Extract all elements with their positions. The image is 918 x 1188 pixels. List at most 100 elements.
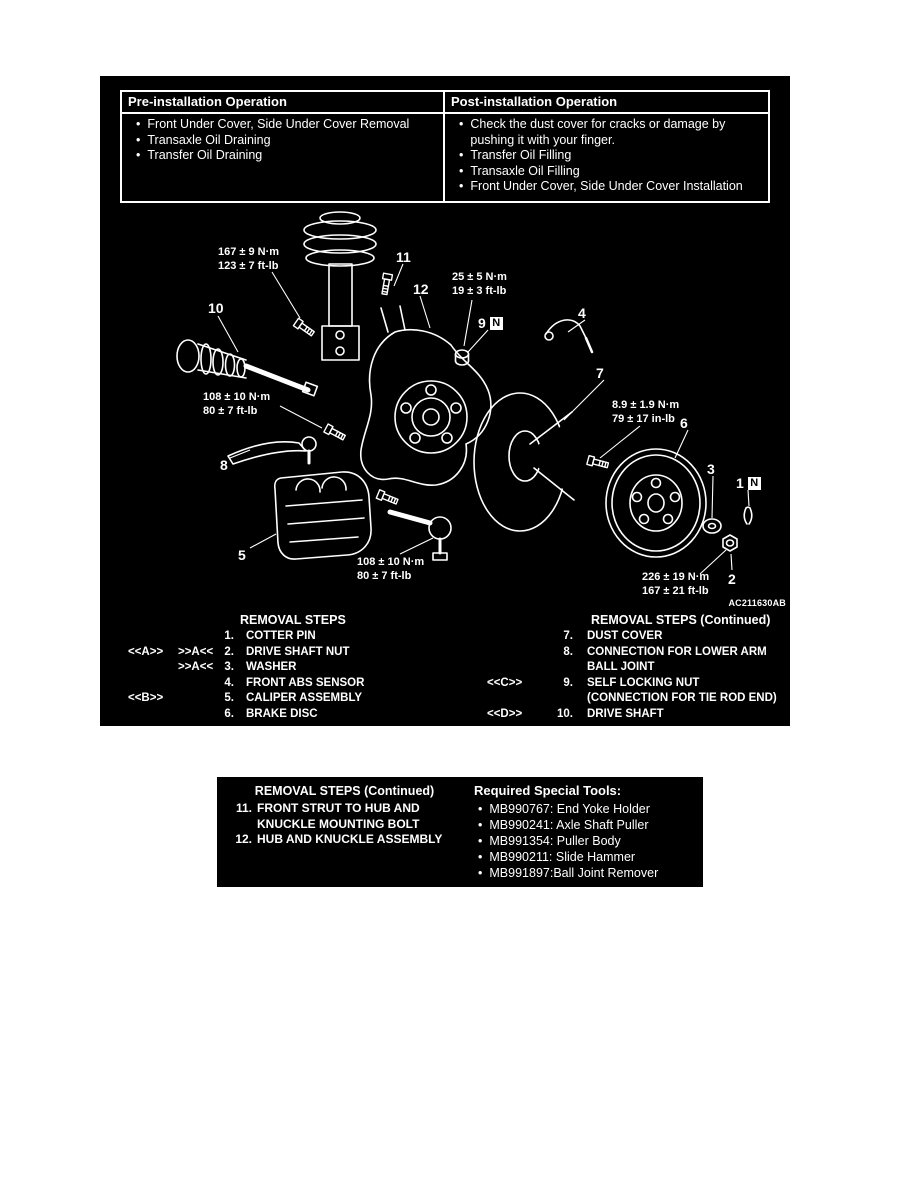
- torque-nm: 25 ± 5 N·m: [452, 271, 507, 283]
- step-marker: <<A>>: [128, 645, 164, 658]
- step-text: DRIVE SHAFT: [587, 707, 664, 720]
- step-row: 12. HUB AND KNUCKLE ASSEMBLY: [229, 832, 460, 848]
- step-number: 7.: [563, 630, 573, 642]
- continued-steps-panel: REMOVAL STEPS (Continued) 11. FRONT STRU…: [215, 775, 705, 889]
- step-marker: <<B>>: [128, 692, 164, 704]
- continued-steps-column: REMOVAL STEPS (Continued) 11. FRONT STRU…: [217, 777, 460, 887]
- special-tools-column: Required Special Tools: MB990767: End Yo…: [460, 777, 703, 887]
- step-text: SELF LOCKING NUT (CONNECTION FOR TIE ROD…: [587, 676, 777, 705]
- step-number: 8.: [563, 645, 573, 658]
- step-number: 9.: [563, 676, 573, 689]
- torque-ftlb: 19 ± 3 ft-lb: [452, 284, 507, 297]
- step-text: CALIPER ASSEMBLY: [246, 692, 363, 704]
- step-row: 11. FRONT STRUT TO HUB AND KNUCKLE MOUNT…: [229, 801, 460, 832]
- step-row: <<C>> 9. SELF LOCKING NUT (CONNECTION FO…: [487, 676, 783, 707]
- list-item-text: Check the dust cover for cracks or damag…: [470, 117, 726, 147]
- torque-ftlb: 123 ± 7 ft-lb: [218, 259, 279, 272]
- n-badge-icon: N: [489, 316, 503, 330]
- list-item: Transaxle Oil Filling: [451, 164, 762, 180]
- list-item: Check the dust cover for cracks or damag…: [451, 117, 762, 148]
- callout-11: 11: [396, 249, 411, 265]
- torque-ftlb: 80 ± 7 ft-lb: [357, 569, 412, 582]
- list-item: Transfer Oil Filling: [451, 148, 762, 164]
- n-badge-icon: N: [747, 476, 761, 490]
- continued-steps-title: REMOVAL STEPS (Continued): [254, 784, 435, 798]
- step-marker: [128, 707, 178, 723]
- special-tools-list: MB990767: End Yoke Holder MB990241: Axle…: [474, 801, 697, 881]
- step-marker: <<D>>: [487, 707, 523, 720]
- step-marker: [128, 660, 178, 676]
- callout-9: 9 N: [478, 315, 503, 331]
- step-marker: [178, 691, 218, 707]
- tool-item-text: MB990767: End Yoke Holder: [489, 802, 650, 816]
- tool-item-text: MB990241: Axle Shaft Puller: [489, 818, 649, 832]
- removal-steps-left: REMOVAL STEPS 1. COTTER PIN <<A>> >>A<< …: [128, 613, 478, 722]
- step-number: 3.: [224, 661, 234, 673]
- torque-ftlb: 80 ± 7 ft-lb: [203, 404, 258, 417]
- callout-7: 7: [596, 365, 604, 381]
- step-row: <<D>> 10. DRIVE SHAFT: [487, 707, 783, 723]
- removal-steps-right: REMOVAL STEPS (Continued) 7. DUST COVER …: [487, 613, 783, 722]
- tool-item: MB990241: Axle Shaft Puller: [474, 817, 697, 833]
- torque-inlb: 79 ± 17 in-lb: [612, 412, 675, 425]
- step-row: 4. FRONT ABS SENSOR: [128, 676, 478, 692]
- callout-number: 1: [736, 475, 744, 491]
- special-tools-title: Required Special Tools:: [474, 783, 622, 798]
- exploded-view-art: [176, 211, 753, 575]
- step-row: 7. DUST COVER: [487, 629, 783, 645]
- post-installation-body: Check the dust cover for cracks or damag…: [445, 114, 768, 201]
- service-figure-panel: Pre-installation Operation Post-installa…: [100, 76, 790, 726]
- tool-item: MB991897:Ball Joint Remover: [474, 865, 697, 881]
- torque-nm: 226 ± 19 N·m: [642, 571, 710, 583]
- callout-6: 6: [680, 415, 688, 431]
- pre-installation-list: Front Under Cover, Side Under Cover Remo…: [128, 117, 437, 164]
- callout-number: 9: [478, 315, 486, 331]
- step-row: >>A<< 3. WASHER: [128, 660, 478, 676]
- step-marker: [178, 676, 218, 692]
- step-number: 6.: [224, 707, 234, 720]
- torque-label-drive-shaft-nut: 167 ± 9 N·m 123 ± 7 ft-lb: [218, 246, 279, 273]
- list-item: Front Under Cover, Side Under Cover Remo…: [128, 117, 437, 133]
- removal-steps-title: REMOVAL STEPS: [240, 613, 346, 627]
- pre-installation-body: Front Under Cover, Side Under Cover Remo…: [122, 114, 445, 201]
- list-item: Transaxle Oil Draining: [128, 133, 437, 149]
- callout-3: 3: [707, 461, 715, 477]
- step-row: 6. BRAKE DISC: [128, 707, 478, 723]
- step-text: DRIVE SHAFT NUT: [246, 645, 350, 658]
- tool-item: MB991354: Puller Body: [474, 833, 697, 849]
- torque-nm: 167 ± 9 N·m: [218, 246, 280, 258]
- step-number: 12.: [235, 832, 252, 846]
- step-text: CONNECTION FOR LOWER ARM BALL JOINT: [587, 645, 767, 674]
- step-text: FRONT STRUT TO HUB AND KNUCKLE MOUNTING …: [257, 801, 420, 831]
- callout-2: 2: [728, 571, 736, 587]
- step-text: FRONT ABS SENSOR: [246, 676, 365, 689]
- torque-label-hub-nut: 226 ± 19 N·m 167 ± 21 ft-lb: [642, 571, 709, 598]
- step-number: 2.: [224, 645, 234, 658]
- step-number: 5.: [224, 692, 234, 704]
- step-number: 4.: [224, 676, 234, 689]
- list-item: Front Under Cover, Side Under Cover Inst…: [451, 179, 762, 195]
- removal-steps: REMOVAL STEPS 1. COTTER PIN <<A>> >>A<< …: [100, 611, 790, 726]
- torque-ftlb: 167 ± 21 ft-lb: [642, 584, 709, 597]
- step-text: HUB AND KNUCKLE ASSEMBLY: [257, 832, 443, 846]
- list-item: Transfer Oil Draining: [128, 148, 437, 164]
- removal-steps-continued-title: REMOVAL STEPS (Continued): [591, 613, 771, 627]
- step-row: 8. CONNECTION FOR LOWER ARM BALL JOINT: [487, 645, 783, 676]
- list-item-text: Transaxle Oil Draining: [147, 132, 271, 147]
- step-marker: [178, 707, 218, 723]
- step-number: 10.: [557, 707, 573, 720]
- callout-1: 1 N: [736, 475, 761, 491]
- step-text: WASHER: [246, 661, 297, 673]
- step-marker: [487, 645, 545, 676]
- torque-label-abs-nut: 25 ± 5 N·m 19 ± 3 ft-lb: [452, 271, 507, 298]
- step-row: 1. COTTER PIN: [128, 629, 478, 645]
- callout-4: 4: [578, 305, 586, 321]
- tool-item-text: MB991354: Puller Body: [489, 834, 621, 848]
- tool-item-text: MB991897:Ball Joint Remover: [489, 866, 659, 880]
- callout-5: 5: [238, 547, 246, 563]
- step-marker: [128, 629, 178, 645]
- list-item-text: Front Under Cover, Side Under Cover Remo…: [147, 117, 410, 131]
- step-number: 11.: [235, 801, 252, 815]
- step-marker: <<C>>: [487, 676, 523, 689]
- step-row: <<A>> >>A<< 2. DRIVE SHAFT NUT: [128, 645, 478, 661]
